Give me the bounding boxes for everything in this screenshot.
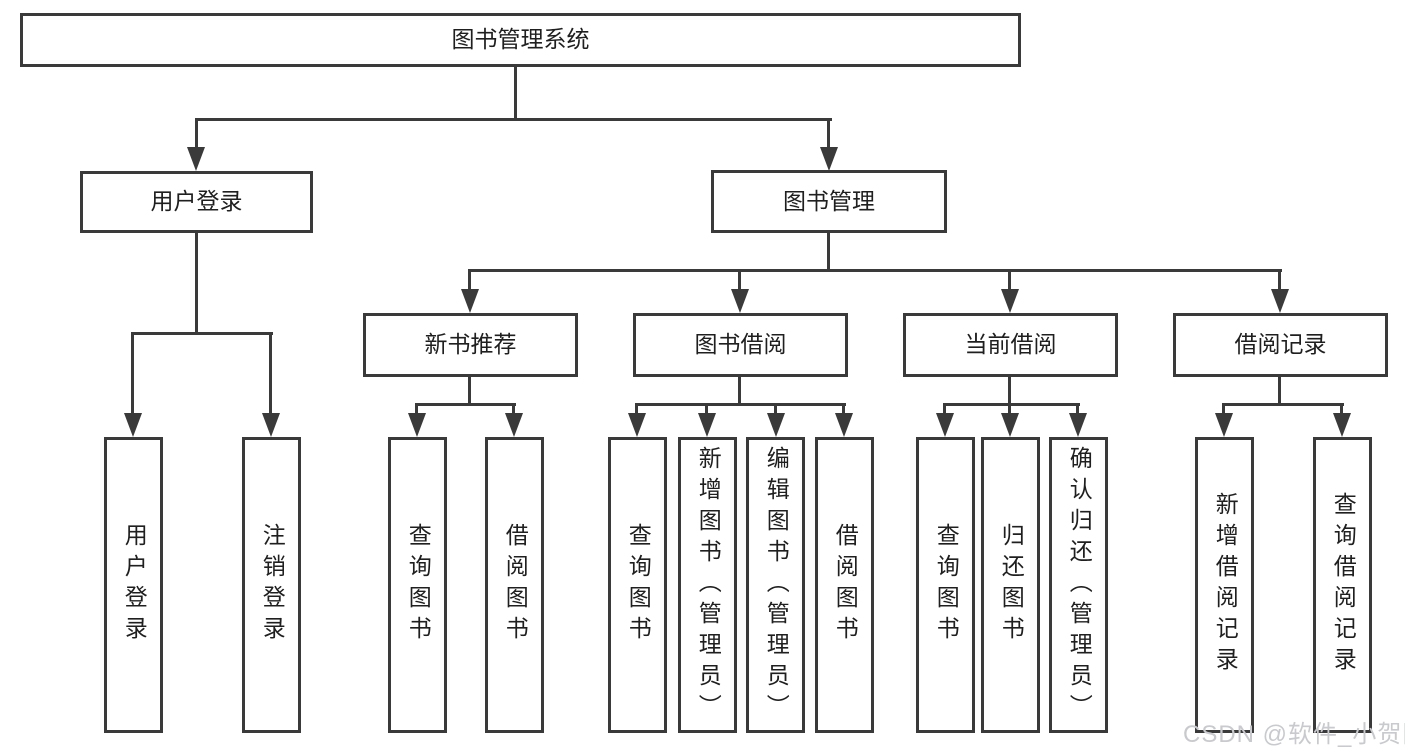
connector-line xyxy=(774,405,777,417)
connector-line xyxy=(1008,376,1011,406)
connector-line xyxy=(269,334,272,416)
connector-line xyxy=(842,405,845,417)
arrow-down-icon xyxy=(1333,413,1351,437)
arrow-down-icon xyxy=(1271,289,1289,313)
arrow-down-icon xyxy=(262,413,280,437)
arrow-down-icon xyxy=(1001,289,1019,313)
connector-line xyxy=(738,271,741,292)
node-library-management-system: 图书管理系统 xyxy=(20,13,1021,67)
leaf-add-books-admin: 新增图书（管理员） xyxy=(678,437,737,733)
connector-line xyxy=(468,269,1282,272)
connector-line xyxy=(1278,376,1281,406)
leaf-borrow-books: 借阅图书 xyxy=(815,437,874,733)
arrow-down-icon xyxy=(698,413,716,437)
connector-line xyxy=(514,67,517,121)
leaf-logout: 注销登录 xyxy=(242,437,301,733)
arrow-down-icon xyxy=(505,413,523,437)
connector-line xyxy=(1008,405,1011,417)
node-user-login: 用户登录 xyxy=(80,171,313,233)
connector-line xyxy=(1278,271,1281,292)
connector-line xyxy=(635,403,846,406)
arrow-down-icon xyxy=(936,413,954,437)
connector-line xyxy=(705,405,708,417)
leaf-user-login: 用户登录 xyxy=(104,437,163,733)
arrow-down-icon xyxy=(767,413,785,437)
connector-line xyxy=(1222,405,1225,417)
arrow-down-icon xyxy=(1001,413,1019,437)
connector-line xyxy=(195,118,832,121)
connector-line xyxy=(195,120,198,150)
leaf-query-books: 查询图书 xyxy=(916,437,975,733)
node-book-management: 图书管理 xyxy=(711,170,947,233)
connector-line xyxy=(635,405,638,417)
connector-line xyxy=(827,232,830,272)
connector-line xyxy=(1008,271,1011,292)
connector-line xyxy=(1222,403,1344,406)
leaf-return-books: 归还图书 xyxy=(981,437,1040,733)
arrow-down-icon xyxy=(835,413,853,437)
arrow-down-icon xyxy=(731,289,749,313)
node-borrowing-records: 借阅记录 xyxy=(1173,313,1388,377)
node-new-book-recommendation: 新书推荐 xyxy=(363,313,578,377)
connector-line xyxy=(468,271,471,292)
connector-line xyxy=(1076,405,1079,417)
connector-line xyxy=(827,120,830,150)
connector-line xyxy=(738,376,741,406)
connector-line xyxy=(943,405,946,417)
arrow-down-icon xyxy=(124,413,142,437)
node-book-borrowing: 图书借阅 xyxy=(633,313,848,377)
arrow-down-icon xyxy=(461,289,479,313)
connector-line xyxy=(1340,405,1343,417)
connector-line xyxy=(943,403,1080,406)
connector-line xyxy=(195,232,198,335)
connector-line xyxy=(415,405,418,417)
watermark: CSDN @软件_小贺同学 xyxy=(1183,721,1405,747)
node-current-borrowing: 当前借阅 xyxy=(903,313,1118,377)
leaf-confirm-return-admin: 确认归还（管理员） xyxy=(1049,437,1108,733)
leaf-query-books: 查询图书 xyxy=(608,437,667,733)
leaf-borrow-books: 借阅图书 xyxy=(485,437,544,733)
connector-line xyxy=(131,334,134,416)
connector-line xyxy=(512,405,515,417)
connector-line xyxy=(415,403,516,406)
leaf-edit-books-admin: 编辑图书（管理员） xyxy=(746,437,805,733)
connector-line xyxy=(468,376,471,406)
arrow-down-icon xyxy=(1215,413,1233,437)
leaf-query-books: 查询图书 xyxy=(388,437,447,733)
arrow-down-icon xyxy=(408,413,426,437)
connector-line xyxy=(131,332,273,335)
leaf-query-borrow-record: 查询借阅记录 xyxy=(1313,437,1372,733)
arrow-down-icon xyxy=(1069,413,1087,437)
arrow-down-icon xyxy=(187,147,205,171)
arrow-down-icon xyxy=(628,413,646,437)
arrow-down-icon xyxy=(820,147,838,171)
leaf-add-borrow-record: 新增借阅记录 xyxy=(1195,437,1254,733)
